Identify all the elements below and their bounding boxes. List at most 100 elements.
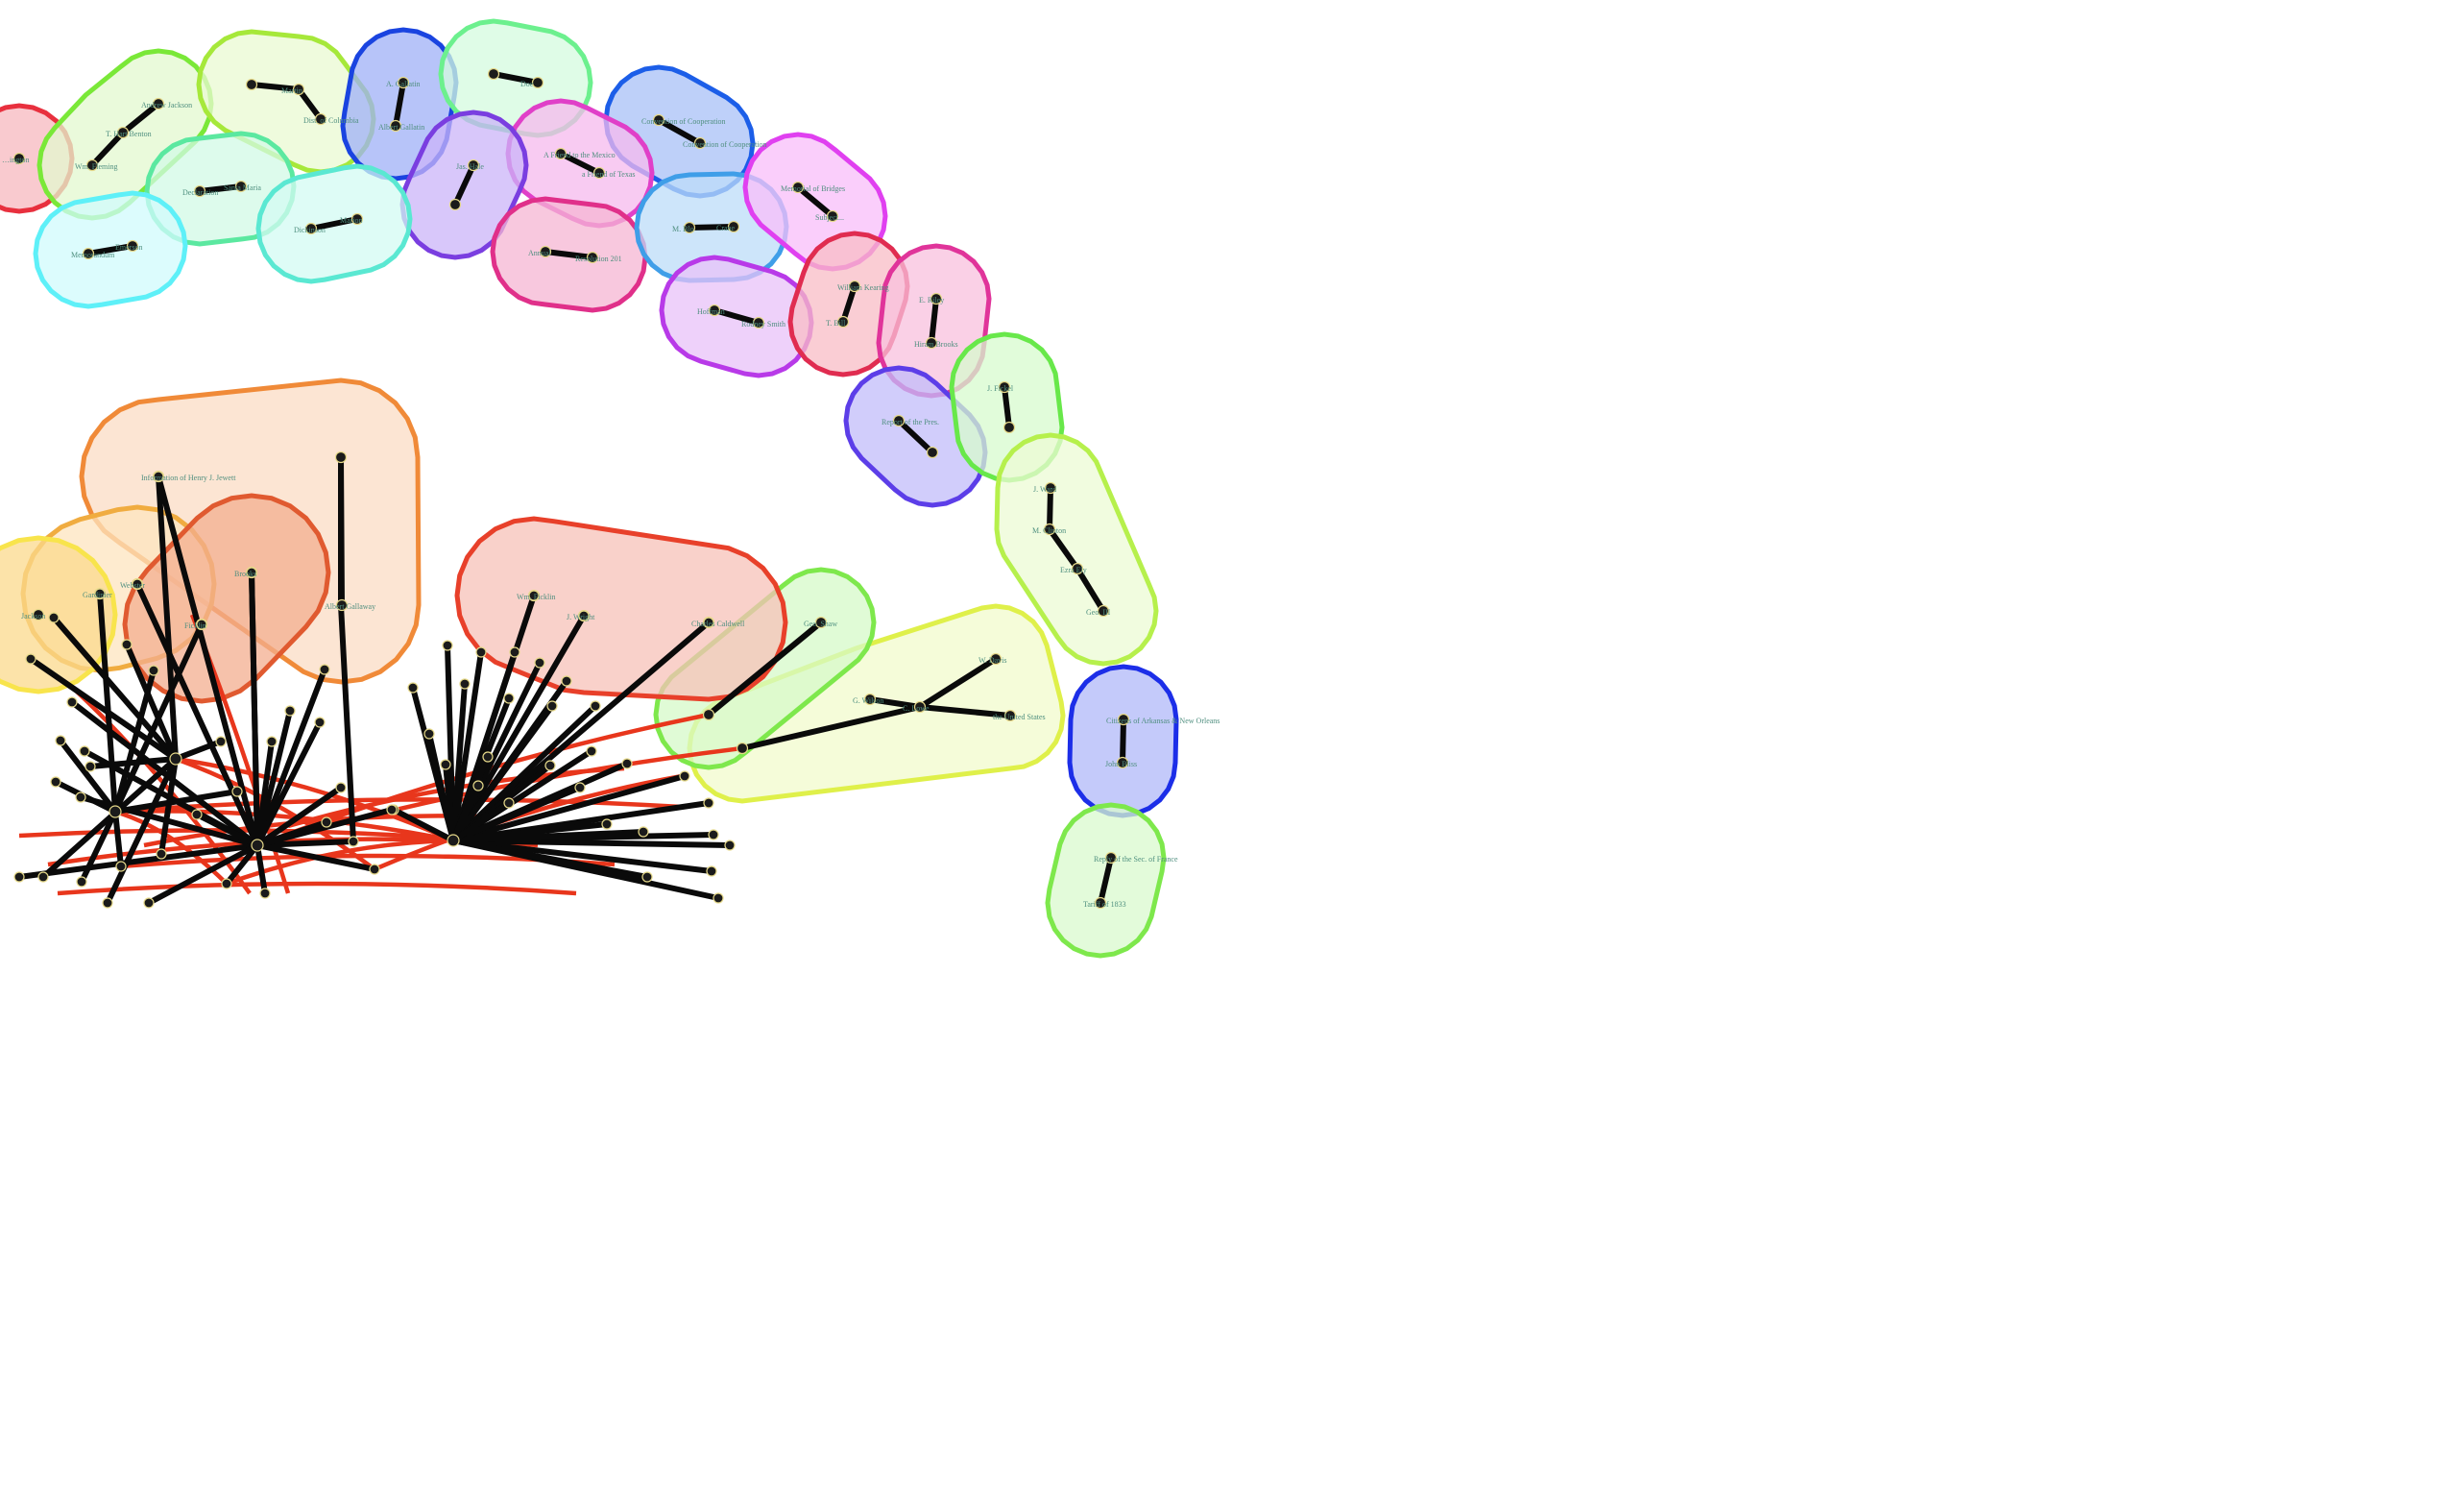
graph-node-c19-0[interactable]: [998, 380, 1011, 394]
hub-node[interactable]: [169, 752, 182, 766]
graph-node[interactable]: [638, 826, 649, 838]
graph-node[interactable]: [48, 612, 60, 623]
graph-node-c16-0[interactable]: [848, 280, 861, 293]
graph-node-c3-2[interactable]: [314, 112, 327, 126]
graph-node-c10-1[interactable]: [350, 212, 364, 226]
graph-node[interactable]: [55, 735, 66, 746]
graph-node[interactable]: [407, 682, 419, 694]
graph-node-c7-1[interactable]: [592, 166, 606, 180]
graph-node[interactable]: [66, 696, 78, 708]
graph-node-c18-0[interactable]: [892, 414, 906, 427]
graph-node-c20-1[interactable]: [1043, 523, 1056, 536]
graph-node[interactable]: [266, 736, 278, 747]
graph-node[interactable]: [534, 657, 545, 669]
graph-node-c21-1[interactable]: [1116, 756, 1129, 769]
graph-node-c17-1[interactable]: [925, 336, 938, 350]
graph-node-c29-0[interactable]: [32, 608, 45, 621]
graph-node-c12-0[interactable]: [539, 245, 552, 258]
graph-node[interactable]: [708, 829, 719, 840]
graph-node[interactable]: [509, 646, 520, 658]
hub-node[interactable]: [251, 839, 264, 852]
graph-node-c16-1[interactable]: [836, 315, 850, 329]
graph-node[interactable]: [442, 640, 453, 651]
graph-node[interactable]: [423, 728, 435, 740]
graph-node-c21-0[interactable]: [1117, 713, 1130, 726]
graph-node-c17-0[interactable]: [930, 292, 943, 305]
graph-node[interactable]: [335, 782, 347, 793]
graph-node[interactable]: [561, 675, 572, 687]
graph-node-c23-0[interactable]: [989, 652, 1003, 666]
graph-node-c2-1[interactable]: [116, 126, 130, 139]
graph-node[interactable]: [348, 836, 359, 847]
graph-node[interactable]: [528, 590, 540, 601]
graph-node-c18-1[interactable]: [926, 446, 939, 459]
graph-nodes[interactable]: [12, 67, 1130, 910]
graph-node-c5-0[interactable]: [487, 67, 500, 81]
graph-node[interactable]: [703, 797, 714, 809]
graph-node[interactable]: [156, 848, 167, 860]
graph-node[interactable]: [321, 816, 332, 828]
graph-node[interactable]: [196, 619, 207, 630]
graph-node[interactable]: [79, 745, 90, 757]
graph-node-c4-0[interactable]: [397, 76, 410, 89]
graph-node[interactable]: [679, 770, 690, 782]
graph-node[interactable]: [369, 864, 380, 875]
graph-node[interactable]: [50, 776, 61, 788]
graph-node[interactable]: [25, 653, 36, 665]
graph-node-c6-0[interactable]: [652, 113, 665, 127]
graph-node-c14-0[interactable]: [791, 181, 805, 194]
graph-node[interactable]: [231, 786, 243, 797]
graph-node[interactable]: [590, 700, 601, 712]
graph-node[interactable]: [724, 840, 736, 851]
graph-node-c2-2[interactable]: [85, 158, 99, 172]
graph-node-c11-1[interactable]: [126, 239, 139, 253]
graph-node[interactable]: [546, 700, 558, 712]
graph-node[interactable]: [132, 578, 143, 590]
graph-node-c24-1[interactable]: [702, 708, 715, 721]
graph-node-c9-0[interactable]: [193, 184, 206, 198]
graph-node[interactable]: [319, 664, 330, 675]
graph-node[interactable]: [459, 678, 471, 690]
graph-node[interactable]: [75, 791, 86, 803]
graph-node[interactable]: [586, 745, 597, 757]
graph-node[interactable]: [314, 717, 326, 728]
graph-node[interactable]: [246, 567, 257, 578]
graph-node-c15-1[interactable]: [752, 316, 765, 329]
graph-node[interactable]: [76, 876, 87, 888]
graph-node-c22-0[interactable]: [1104, 851, 1118, 864]
graph-node[interactable]: [578, 610, 590, 621]
graph-node-c25-2[interactable]: [335, 598, 349, 612]
graph-node[interactable]: [503, 797, 515, 809]
graph-node-c9-1[interactable]: [234, 180, 248, 193]
graph-node-c20-0[interactable]: [1044, 481, 1057, 495]
graph-node-c19-1[interactable]: [1003, 421, 1016, 434]
graph-node[interactable]: [544, 760, 556, 771]
graph-node[interactable]: [703, 617, 714, 628]
graph-node-c5-1[interactable]: [531, 76, 544, 89]
graph-node-c25-1[interactable]: [334, 450, 348, 464]
graph-node-c4-1[interactable]: [389, 119, 402, 133]
graph-node-c6-1[interactable]: [693, 136, 707, 150]
graph-node[interactable]: [153, 471, 164, 482]
graph-node-c8-1[interactable]: [448, 198, 462, 211]
graph-node[interactable]: [440, 759, 451, 770]
graph-node[interactable]: [85, 761, 96, 772]
graph-node[interactable]: [713, 892, 724, 904]
graph-node-c11-0[interactable]: [82, 247, 95, 260]
graph-node[interactable]: [259, 888, 271, 899]
graph-node[interactable]: [641, 871, 653, 883]
graph-node-c14-1[interactable]: [826, 209, 839, 223]
graph-node-c23-3[interactable]: [1003, 709, 1017, 722]
graph-node-c1-0[interactable]: [12, 152, 26, 165]
graph-node[interactable]: [472, 780, 484, 791]
graph-node[interactable]: [475, 646, 487, 658]
graph-node-c3-0[interactable]: [245, 78, 258, 91]
graph-node[interactable]: [621, 758, 633, 769]
hub-node[interactable]: [109, 805, 122, 818]
graph-node[interactable]: [115, 861, 127, 872]
graph-node[interactable]: [221, 878, 232, 889]
graph-node[interactable]: [482, 751, 494, 763]
graph-node-c13-1[interactable]: [727, 220, 740, 233]
graph-node-c15-0[interactable]: [708, 304, 721, 317]
graph-node[interactable]: [143, 897, 155, 909]
